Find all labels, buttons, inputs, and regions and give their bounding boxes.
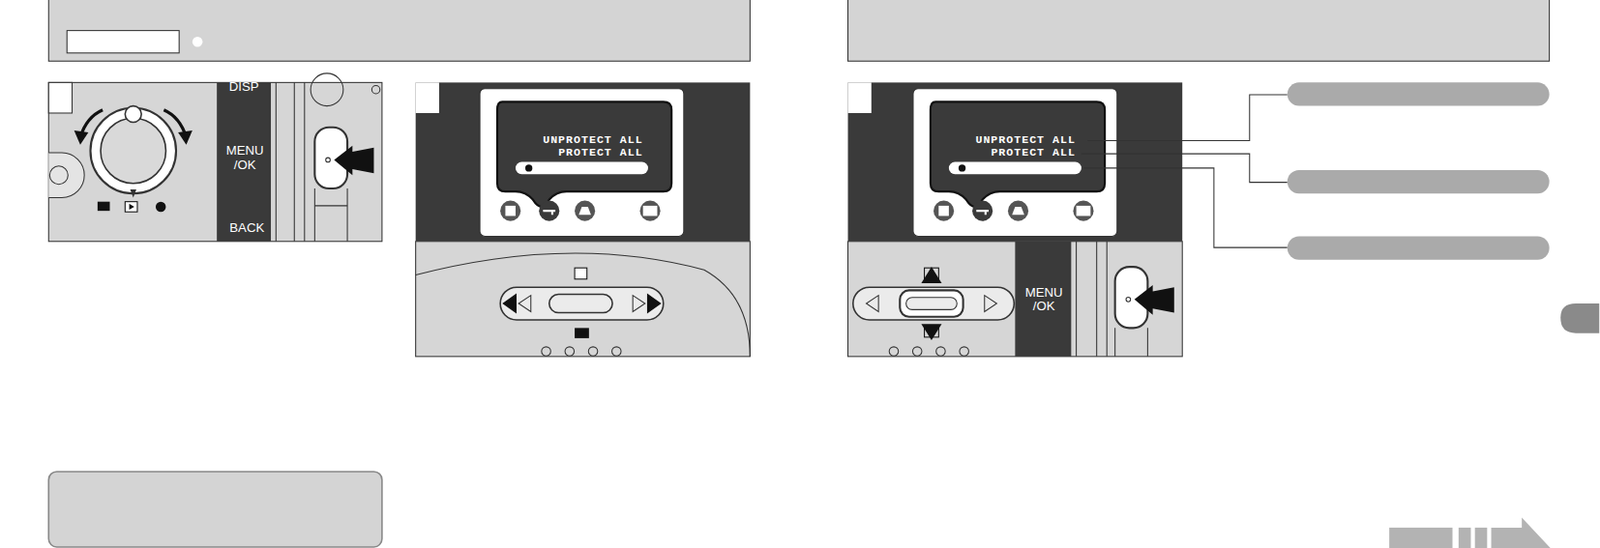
menu-item: UNPROTECT ALL [975, 133, 1075, 147]
lcd-menu: UNPROTECT ALLPROTECT ALL [540, 132, 645, 161]
menu-item: UNPROTECT ALL [542, 133, 643, 147]
button-label: DISP [218, 80, 270, 95]
menu-item: PROTECT ALL [542, 146, 643, 159]
lcd-menu: UNPROTECT ALLPROTECT ALL [973, 132, 1077, 161]
button-label: BACK [221, 221, 273, 237]
menu-item: PROTECT ALL [975, 146, 1075, 159]
button-label: MENU /OK [221, 144, 269, 173]
button-label: MENU /OK [1020, 286, 1068, 315]
